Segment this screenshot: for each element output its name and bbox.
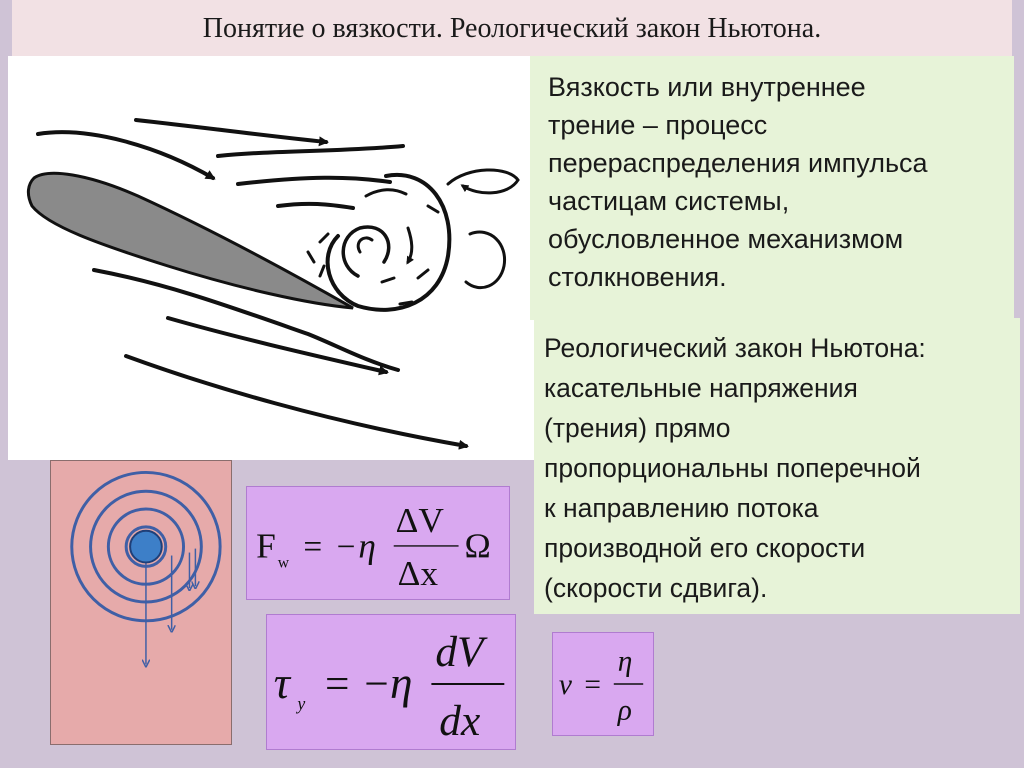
formula-lhs: τ: [274, 658, 292, 708]
formula-lhs: ν: [559, 669, 573, 701]
definition-line: трение – процесс: [548, 110, 768, 140]
falling-ball-svg: [70, 470, 222, 744]
law-line: (скорости сдвига).: [544, 573, 768, 603]
formula-kinematic: ν = η ρ: [552, 632, 654, 736]
formula-kinematic-svg: ν = η ρ: [559, 645, 644, 726]
airfoil-shape: [26, 171, 354, 310]
definition-line: перераспределения импульса: [548, 148, 928, 178]
formula-force-svg: F w = − η ΔV Δx Ω: [256, 500, 491, 593]
formula-subscript: w: [278, 555, 290, 572]
ball: [129, 529, 163, 564]
formula-stress: τ y = − η dV dx: [266, 614, 516, 750]
airfoil-flow-svg: [26, 118, 520, 450]
formula-factor: Ω: [464, 526, 490, 566]
formula-denominator: Δx: [398, 553, 439, 593]
page-title: Понятие о вязкости. Реологический закон …: [202, 13, 822, 44]
law-line: касательные напряжения: [544, 373, 858, 403]
law-line: к направлению потока: [544, 493, 819, 523]
formula-numerator: η: [618, 645, 633, 677]
formula-eta: η: [390, 658, 412, 708]
law-line: Реологический закон Ньютона:: [544, 333, 926, 363]
definition-line: частицам системы,: [548, 186, 790, 216]
title-bar: Понятие о вязкости. Реологический закон …: [12, 0, 1012, 58]
formula-minus: −: [337, 529, 356, 566]
formula-force: F w = − η ΔV Δx Ω: [246, 486, 510, 600]
formula-denominator: ρ: [617, 694, 632, 726]
falling-ball-illustration: [50, 460, 232, 745]
formula-numerator: ΔV: [396, 500, 445, 540]
formula-denominator: dx: [439, 697, 480, 745]
formula-subscript: y: [295, 694, 305, 714]
law-box: Реологический закон Ньютона: касательные…: [534, 318, 1020, 614]
formula-numerator: dV: [435, 628, 488, 676]
formula-stress-svg: τ y = − η dV dx: [274, 628, 505, 745]
formula-equals: =: [303, 529, 322, 566]
formula-eta: η: [358, 526, 376, 566]
formula-minus: −: [364, 660, 388, 708]
definition-box: Вязкость или внутреннее трение – процесс…: [530, 56, 1014, 320]
formula-equals: =: [584, 669, 601, 701]
definition-line: обусловленное механизмом: [548, 224, 904, 254]
law-line: производной его скорости: [544, 533, 866, 563]
law-line: (трения) прямо: [544, 413, 731, 443]
formula-lhs: F: [256, 526, 276, 566]
definition-line: Вязкость или внутреннее: [548, 72, 866, 102]
law-line: пропорциональны поперечной: [544, 453, 921, 483]
formula-equals: =: [325, 660, 349, 708]
definition-line: столкновения.: [548, 262, 727, 292]
airfoil-flow-illustration: [8, 56, 536, 460]
